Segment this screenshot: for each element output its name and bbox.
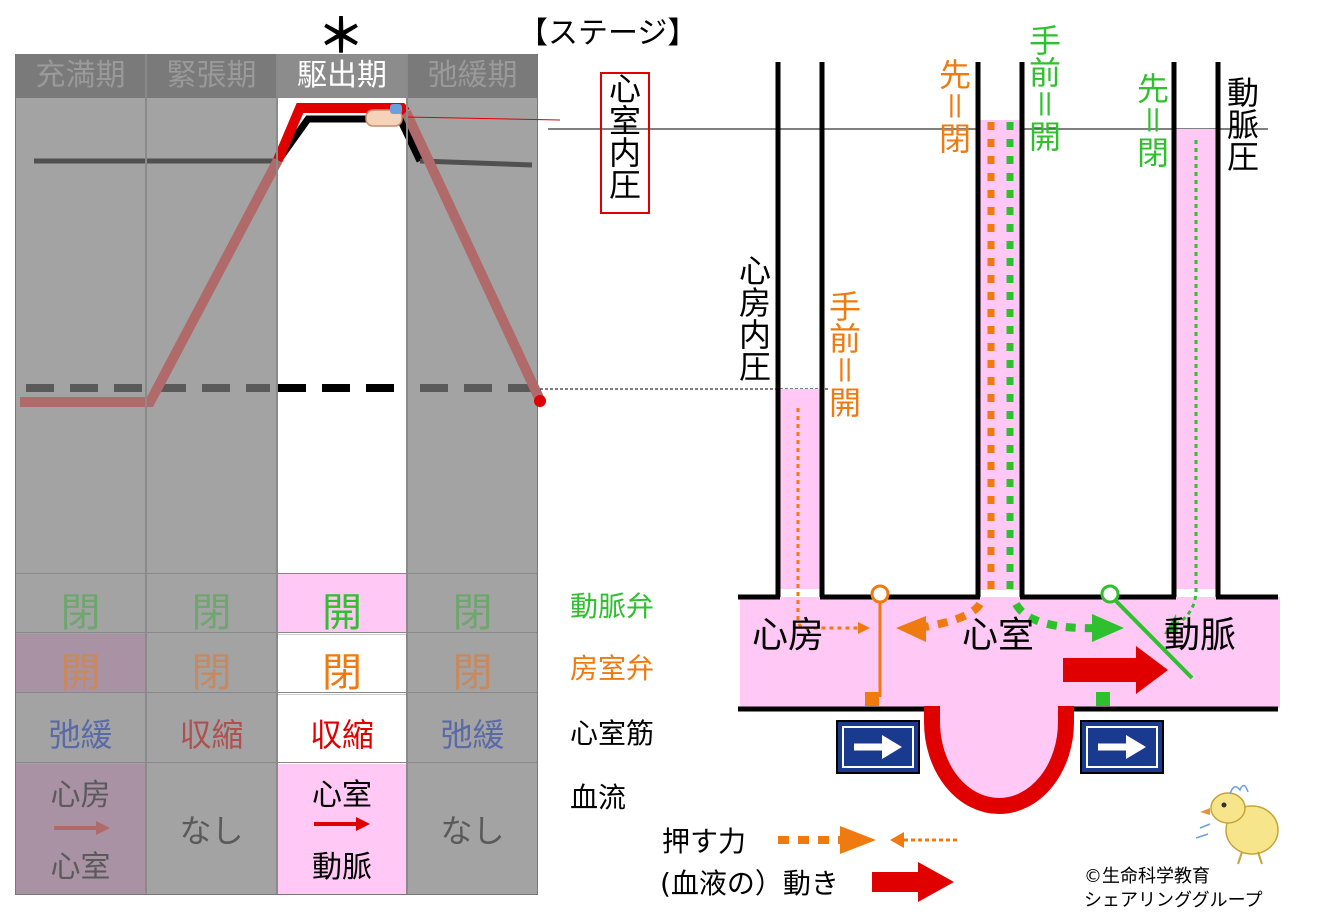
artery-valve-label: 先＝閉	[1132, 72, 1170, 168]
artery-pressure-label: 動脈圧	[1222, 76, 1260, 172]
row-bg-arterial-valve-ejection	[278, 574, 406, 632]
ventricle-column-fill	[980, 120, 1022, 590]
credit-line2: シェアリンググループ	[1084, 890, 1263, 911]
flow-label: 血流	[570, 781, 627, 814]
ventricular-pressure-red	[273, 103, 410, 162]
phase-header-relaxation[interactable]: 弛緩期	[408, 54, 537, 98]
chick-mascot-icon	[1195, 784, 1279, 865]
ventricle-pressure-guide	[405, 116, 560, 121]
col-divider-3	[406, 54, 408, 894]
muscle-label: 心室筋	[570, 717, 655, 750]
flow-relaxation: なし	[440, 812, 505, 850]
phase-header-ejection[interactable]: 駆出期	[278, 54, 406, 98]
flow-isovolumic: なし	[179, 812, 244, 850]
push-arrow-to-artery	[1012, 601, 1101, 633]
col-divider-2	[276, 54, 278, 894]
muscle-ejection: 収縮	[309, 716, 374, 754]
col-divider-1	[145, 54, 147, 894]
phase-panel-isovolumic	[147, 98, 276, 894]
arterial-pressure-line-right	[419, 158, 533, 168]
artery-chamber-label: 動脈	[1164, 615, 1237, 656]
flow-ejection-to: 動脈	[312, 850, 372, 885]
row-bg-av-valve-filling	[16, 634, 145, 692]
blood-motion-arrow	[1136, 646, 1168, 694]
ventricle-chamber-label: 心室	[962, 615, 1035, 656]
push-arrow-to-atrium	[917, 601, 984, 632]
stage-title: 【ステージ】	[518, 16, 698, 51]
av-valve-label: 房室弁	[570, 652, 655, 685]
pressure-graph	[20, 103, 560, 407]
phase-panel-filling	[16, 98, 145, 894]
phase-panel-relaxation	[408, 98, 537, 894]
atrium-chamber-label: 心房	[752, 615, 825, 656]
arterial-valve-isovolumic: 閉	[191, 590, 232, 636]
heart-schematic	[540, 62, 1280, 902]
phase-header-filling[interactable]: 充満期	[16, 54, 145, 98]
arterial-side-label-near: 手前＝開	[1024, 24, 1062, 152]
arterial-pressure-line-mid	[275, 115, 424, 164]
arterial-valve-hinge	[1100, 584, 1120, 604]
flow-filling-to: 心室	[50, 850, 111, 885]
av-valve-relaxation: 閉	[452, 650, 493, 696]
ventricle-loop-wall	[924, 706, 1074, 814]
row-bg-flow-ejection	[278, 764, 406, 894]
legend-push-force: 押す力	[662, 825, 747, 858]
atrium-pressure-label: 心房内圧	[734, 254, 772, 382]
av-valve-isovolumic: 閉	[191, 650, 232, 696]
flow-ejection-arrow-icon	[314, 817, 370, 831]
ventricle-pressure-label: 心室内圧	[604, 72, 642, 200]
ventricle-pressure-label-box	[600, 72, 650, 214]
arterial-valve-ejection: 開	[322, 590, 362, 636]
flow-ejection-from: 心室	[312, 778, 372, 813]
u-loop-fill	[932, 708, 1066, 805]
av-valve-ejection: 閉	[322, 650, 362, 696]
av-valve-filling: 開	[60, 650, 101, 696]
flow-filling-from: 心房	[50, 778, 111, 813]
muscle-relaxation: 弛緩	[440, 716, 505, 754]
muscle-isovolumic: 収縮	[179, 716, 244, 754]
row-bg-av-valve-ejection	[278, 634, 406, 693]
arterial-valve-relaxation: 閉	[452, 590, 493, 636]
atrium-column-fill	[780, 389, 822, 589]
row-bg-muscle-ejection	[278, 694, 406, 763]
atrium-push-path	[796, 408, 858, 630]
credit-line1: ©生命科学教育	[1084, 866, 1210, 887]
muscle-filling: 弛緩	[48, 716, 113, 754]
arterial-valve-filling: 閉	[60, 590, 101, 636]
phase-header-isovolumic[interactable]: 緊張期	[147, 54, 276, 98]
pointing-hand-icon	[365, 104, 403, 127]
atrium-valve-label: 手前＝開	[824, 290, 862, 418]
legend-blood-motion: (血液の）動き	[660, 867, 839, 900]
ventricular-pressure-grey-right	[401, 109, 545, 403]
one-way-sign-left-icon	[836, 720, 920, 774]
ventricle-pressure-end-dot	[534, 395, 546, 407]
artery-push-path	[1169, 140, 1198, 630]
arterial-side-label-far: 先＝閉	[934, 58, 972, 154]
flow-filling-arrow-icon	[54, 821, 110, 835]
arterial-valve-leaflet	[1114, 599, 1194, 680]
av-valve-hinge	[870, 584, 890, 604]
chamber-fill	[740, 597, 1280, 708]
ventricular-pressure-grey-left	[20, 157, 283, 407]
one-way-sign-right-icon	[1080, 720, 1164, 774]
arterial-valve-label: 動脈弁	[570, 590, 655, 623]
